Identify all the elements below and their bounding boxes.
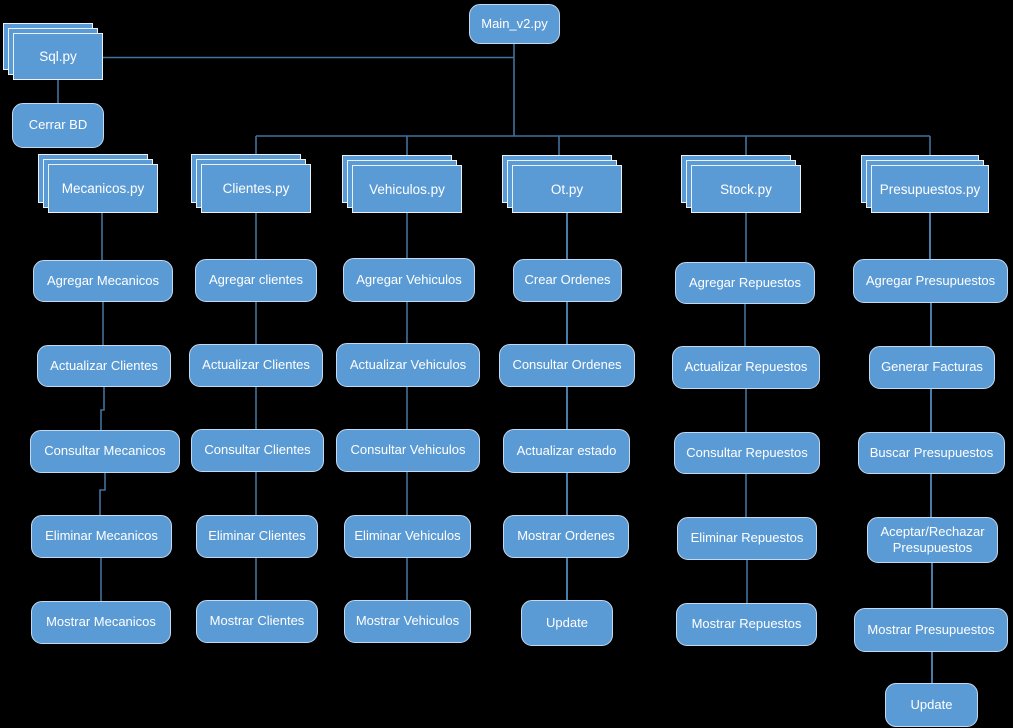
node-update-ot: Update bbox=[521, 600, 613, 646]
module-ot-py: Ot.py bbox=[502, 155, 623, 214]
node-eliminar-mecanicos: Eliminar Mecanicos bbox=[31, 515, 172, 558]
node-actualizar-estado: Actualizar estado bbox=[503, 429, 630, 473]
node-mostrar-mecanicos: Mostrar Mecanicos bbox=[31, 601, 171, 644]
module-stock-py: Stock.py bbox=[681, 155, 802, 214]
node-agregar-clientes: Agregar clientes bbox=[195, 259, 317, 302]
module-clientes-py: Clientes.py bbox=[191, 154, 312, 214]
stack-layer-front: Vehiculos.py bbox=[352, 165, 462, 213]
node-mostrar-presupuestos: Mostrar Presupuestos bbox=[854, 608, 1008, 652]
node-actualizar-vehiculos: Actualizar Vehiculos bbox=[336, 343, 480, 387]
stack-layer-front: Ot.py bbox=[512, 165, 622, 213]
module-presupuestos-py: Presupuestos.py bbox=[861, 155, 990, 214]
node-consultar-ordenes: Consultar Ordenes bbox=[499, 344, 635, 387]
node-main-v2-py: Main_v2.py bbox=[469, 4, 560, 44]
node-agregar-vehiculos: Agregar Vehiculos bbox=[343, 258, 475, 302]
node-buscar-presupuestos: Buscar Presupuestos bbox=[858, 432, 1005, 474]
node-mostrar-ordenes: Mostrar Ordenes bbox=[503, 515, 629, 558]
stack-layer-front: Presupuestos.py bbox=[871, 165, 989, 213]
node-agregar-presupuestos: Agregar Presupuestos bbox=[853, 259, 1008, 303]
node-mostrar-vehiculos: Mostrar Vehiculos bbox=[344, 600, 471, 643]
node-actualizar-clientes: Actualizar Clientes bbox=[189, 344, 323, 387]
node-mostrar-clientes: Mostrar Clientes bbox=[196, 600, 318, 643]
node-aceptar-rechazar-presupuestos: Aceptar/Rechazar Presupuestos bbox=[867, 517, 998, 563]
node-generar-facturas: Generar Facturas bbox=[869, 346, 995, 389]
node-agregar-mecanicos: Agregar Mecanicos bbox=[33, 260, 173, 302]
stack-layer-front: Stock.py bbox=[691, 165, 801, 213]
node-crear-ordenes: Crear Ordenes bbox=[513, 259, 622, 302]
connectors-light bbox=[566, 213, 933, 683]
module-mecanicos-py: Mecanicos.py bbox=[38, 154, 159, 214]
node-actualizar-repuestos: Actualizar Repuestos bbox=[672, 346, 820, 389]
node-actualizar-clientes-mecanicos: Actualizar Clientes bbox=[37, 345, 171, 387]
node-consultar-repuestos: Consultar Repuestos bbox=[674, 432, 820, 474]
node-cerrar-bd: Cerrar BD bbox=[12, 103, 104, 148]
node-eliminar-vehiculos: Eliminar Vehiculos bbox=[344, 515, 471, 558]
node-eliminar-clientes: Eliminar Clientes bbox=[196, 515, 318, 558]
node-agregar-repuestos: Agregar Repuestos bbox=[675, 262, 815, 304]
connectors-dark bbox=[57, 44, 931, 603]
node-consultar-clientes: Consultar Clientes bbox=[191, 429, 324, 472]
stack-layer-front: Sql.py bbox=[13, 33, 103, 80]
node-consultar-mecanicos: Consultar Mecanicos bbox=[30, 430, 180, 473]
node-eliminar-repuestos: Eliminar Repuestos bbox=[677, 517, 817, 560]
stack-layer-front: Mecanicos.py bbox=[48, 164, 158, 213]
module-vehiculos-py: Vehiculos.py bbox=[342, 155, 463, 214]
node-update-presupuestos: Update bbox=[885, 683, 978, 727]
stack-layer-front: Clientes.py bbox=[201, 164, 311, 213]
module-sql-py: Sql.py bbox=[3, 23, 104, 81]
node-consultar-vehiculos: Consultar Vehiculos bbox=[336, 429, 480, 472]
node-mostrar-repuestos: Mostrar Repuestos bbox=[676, 603, 817, 646]
